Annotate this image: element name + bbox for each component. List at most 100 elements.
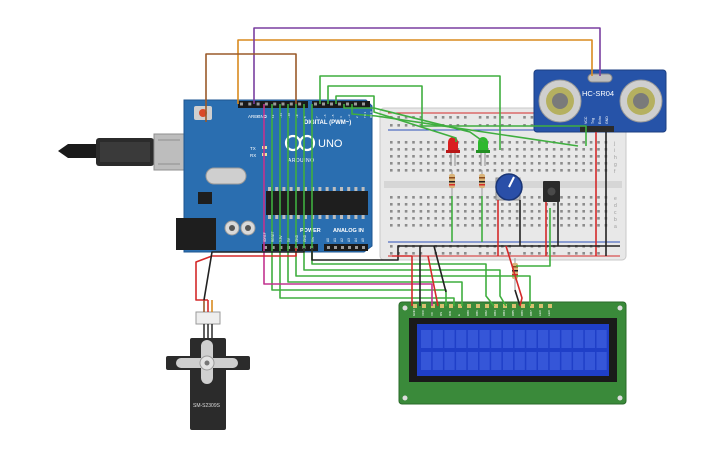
breadboard-hole (575, 148, 578, 151)
breadboard-hole (493, 155, 497, 158)
chip-pin (268, 215, 271, 219)
digital-pin-7: 7 (315, 116, 319, 118)
breadboard-hole (530, 224, 534, 227)
breadboard-hole (530, 116, 534, 119)
breadboard-hole (530, 196, 534, 199)
analog-pin-a1: A1 (333, 238, 337, 242)
header-pin (298, 102, 302, 106)
breadboard-hole (552, 162, 556, 165)
header-pin (279, 246, 283, 249)
lcd-character-cell (491, 330, 502, 348)
power-pin-gnd2: GND (303, 234, 307, 242)
breadboard-hole (404, 224, 408, 227)
lcd-character-cell (538, 330, 549, 348)
breadboard-hole (575, 155, 578, 158)
digital-pin-tx: TX 1 (363, 111, 367, 118)
tx-label: TX (250, 146, 256, 151)
lcd-pin (503, 304, 507, 308)
breadboard-hole (597, 155, 600, 158)
lcd-character-cell (502, 352, 514, 370)
breadboard-hole (404, 162, 408, 165)
breadboard-hole (582, 252, 585, 255)
wire-green-button (516, 208, 551, 267)
digital-pin-4: 4 (339, 116, 343, 118)
lcd-character-cell (573, 330, 584, 348)
lcd-character-cell (467, 330, 478, 348)
lcd-pin-label-4: RS (439, 312, 443, 316)
wire-sensor-vcc (237, 39, 593, 104)
digital-pin-6: ~6 (323, 114, 327, 118)
breadboard-hole (456, 196, 460, 199)
wire-red-lcd (427, 255, 439, 307)
breadboard-hole (397, 169, 400, 172)
breadboard-hole (589, 162, 593, 165)
breadboard-hole (390, 217, 393, 220)
breadboard-hole (538, 141, 541, 144)
breadboard-hole (530, 162, 534, 165)
power-pin-gnd1: GND (295, 234, 299, 242)
breadboard-hole (478, 252, 482, 255)
lcd-character-cell (444, 352, 455, 370)
push-button[interactable] (543, 181, 560, 202)
breadboard-hole (501, 217, 504, 220)
row-label-g: g (614, 162, 617, 168)
lcd-pin (512, 304, 516, 308)
lcd-pin-label-16: LED (547, 309, 551, 316)
breadboard-hole (508, 210, 511, 213)
breadboard-hole (515, 148, 519, 151)
breadboard-hole (501, 169, 504, 172)
chip-pin (282, 215, 286, 219)
breadboard-hole (597, 148, 600, 151)
breadboard-hole (397, 162, 400, 165)
breadboard-hole (560, 203, 563, 206)
pin-label-gnd: GND (605, 116, 609, 124)
lcd-character-cell (596, 352, 607, 370)
pin-label-trig: Trig (591, 118, 595, 124)
usb-cable (58, 133, 185, 171)
reset-button[interactable] (199, 109, 207, 117)
header-pin (256, 102, 260, 106)
breadboard-hole (390, 155, 393, 158)
chip-pin (347, 215, 351, 219)
lcd-character-cells (421, 330, 607, 370)
breadboard-hole (441, 116, 445, 119)
breadboard-hole (567, 162, 571, 165)
breadboard-hole (582, 203, 585, 206)
breadboard-hole (538, 252, 541, 255)
breadboard-hole (486, 224, 489, 227)
breadboard-hole (419, 124, 423, 127)
breadboard-hole (434, 210, 437, 213)
analog-pin-a0: A0 (326, 238, 330, 242)
breadboard-hole (486, 116, 489, 119)
breadboard-hole (390, 203, 393, 206)
lcd-character-cell (421, 352, 432, 370)
breadboard-hole (404, 141, 408, 144)
breadboard-hole (567, 252, 571, 255)
chip-pin (354, 187, 358, 191)
breadboard-hole (582, 148, 585, 151)
lcd-character-cell (526, 330, 537, 348)
lcd-character-cell (479, 352, 490, 370)
breadboard-hole (419, 116, 423, 119)
breadboard-hole (567, 169, 571, 172)
chip-pin (325, 215, 329, 219)
chip-pin (296, 187, 300, 191)
breadboard-hole (449, 196, 452, 199)
row-label-h: h (614, 155, 617, 161)
wire-green-9 (295, 104, 531, 306)
breadboard-hole (560, 162, 563, 165)
row-label-f: f (614, 169, 616, 175)
breadboard-hole (434, 162, 437, 165)
breadboard-hole (538, 169, 541, 172)
breadboard-hole (404, 155, 408, 158)
chip-pin (361, 215, 365, 219)
breadboard-hole (515, 224, 519, 227)
sensor-model-label: HC-SR04 (582, 89, 614, 98)
breadboard-hole (412, 217, 415, 220)
potentiometer[interactable] (495, 173, 523, 201)
lcd-pin-label-5: RW (448, 311, 452, 316)
breadboard-hole (589, 224, 593, 227)
breadboard-hole (597, 162, 600, 165)
breadboard-hole (582, 162, 585, 165)
breadboard-hole (427, 162, 430, 165)
